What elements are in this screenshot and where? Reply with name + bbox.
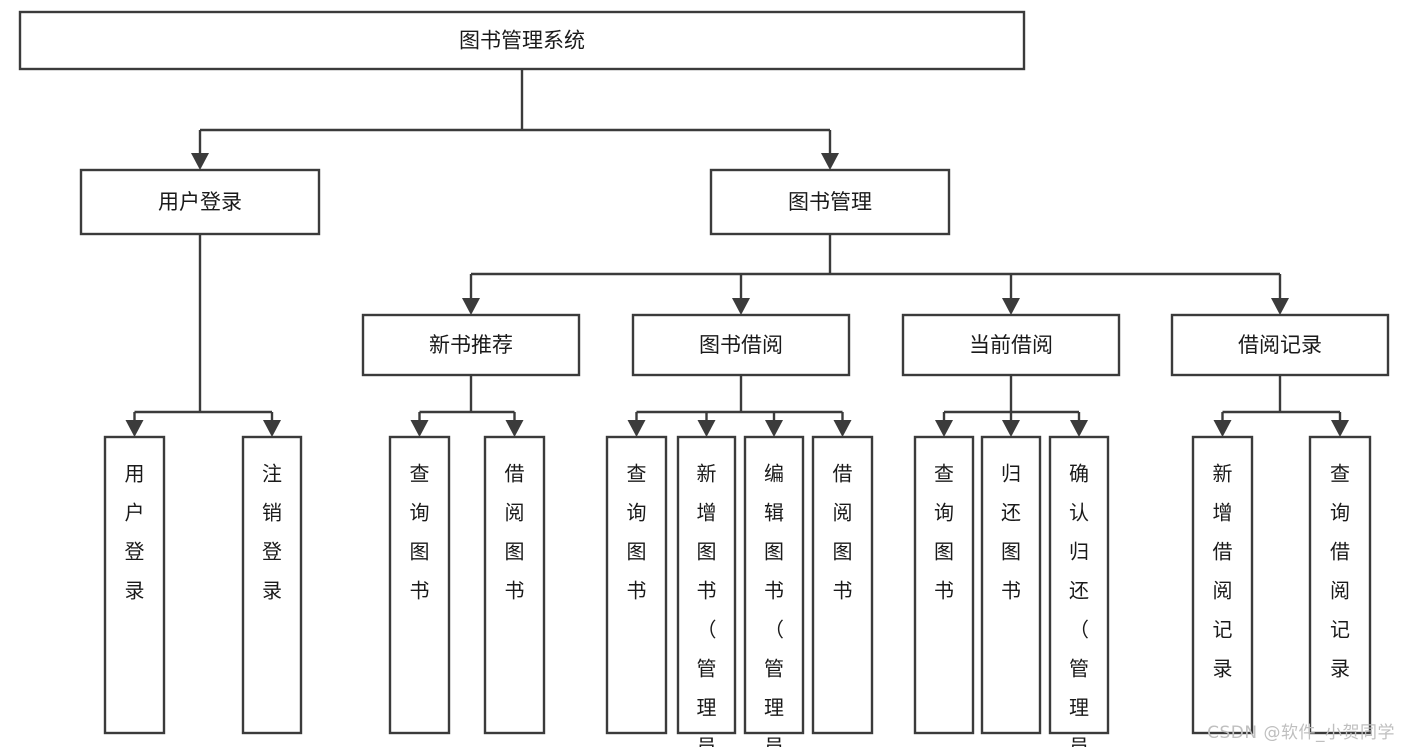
arrow-head-icon <box>1002 420 1020 437</box>
node-box <box>241 435 303 735</box>
node-level2[interactable]: 图书管理 <box>709 168 951 236</box>
arrow-head-icon <box>697 420 716 437</box>
node-label: 图书管理系统 <box>459 29 585 53</box>
node-leaf[interactable]: 注销登录 <box>241 435 303 735</box>
connector-group <box>410 375 524 437</box>
node-box <box>913 435 975 735</box>
node-box <box>631 313 851 377</box>
node-box <box>605 435 668 735</box>
node-label: 借阅图书 <box>833 461 853 602</box>
arrow-head-icon <box>125 420 144 437</box>
node-label: 图书管理 <box>788 190 872 214</box>
arrow-head-icon <box>505 420 524 437</box>
node-level3[interactable]: 当前借阅 <box>901 313 1121 377</box>
node-label: 新书推荐 <box>429 333 513 357</box>
node-label: 查询图书 <box>934 461 954 602</box>
node-box <box>1191 435 1254 735</box>
connector-group <box>1213 375 1349 437</box>
arrow-head-icon <box>1070 420 1088 437</box>
node-leaf[interactable]: 新增借阅记录 <box>1191 435 1254 735</box>
node-label: 用户登录 <box>158 190 242 214</box>
node-box <box>18 10 1026 71</box>
node-leaf[interactable]: 查询图书 <box>388 435 451 735</box>
node-label: 归还图书 <box>1001 461 1021 602</box>
node-leaf[interactable]: 借阅图书 <box>483 435 546 735</box>
arrow-head-icon <box>410 420 429 437</box>
arrow-head-icon <box>191 153 209 170</box>
node-leaf[interactable]: 归还图书 <box>980 435 1042 735</box>
arrow-head-icon <box>935 420 953 437</box>
node-box <box>676 435 737 735</box>
node-box <box>901 313 1121 377</box>
connector-group <box>935 375 1088 437</box>
node-label: 新增借阅记录 <box>1213 461 1233 680</box>
node-box <box>743 435 805 735</box>
arrow-head-icon <box>627 420 646 437</box>
node-leaf[interactable]: 新增图书（管理员） <box>676 435 737 751</box>
node-box <box>79 168 321 236</box>
node-label: 查询图书 <box>410 461 430 602</box>
node-box <box>483 435 546 735</box>
node-box <box>1170 313 1390 377</box>
arrow-head-icon <box>1213 420 1232 437</box>
node-level2[interactable]: 用户登录 <box>79 168 321 236</box>
node-label: 新增图书（管理员） <box>697 461 717 747</box>
node-leaf[interactable]: 确认归还（管理员） <box>1048 435 1110 751</box>
node-root[interactable]: 图书管理系统 <box>18 10 1026 71</box>
arrow-head-icon <box>462 298 480 315</box>
node-box <box>709 168 951 236</box>
node-level3[interactable]: 借阅记录 <box>1170 313 1390 377</box>
node-box <box>388 435 451 735</box>
node-label: 当前借阅 <box>969 333 1053 357</box>
arrow-head-icon <box>1002 298 1020 315</box>
node-label: 借阅记录 <box>1238 333 1322 357</box>
connector-group <box>191 69 839 170</box>
connector-group <box>462 234 1289 315</box>
node-box <box>103 435 166 735</box>
arrow-head-icon <box>732 298 750 315</box>
node-leaf[interactable]: 用户登录 <box>103 435 166 735</box>
arrow-head-icon <box>765 420 783 437</box>
connectors-layer <box>125 69 1349 437</box>
node-label: 图书借阅 <box>699 333 783 357</box>
node-box <box>811 435 874 735</box>
arrow-head-icon <box>263 420 281 437</box>
arrow-head-icon <box>1331 420 1349 437</box>
nodes-layer: 图书管理系统用户登录图书管理新书推荐图书借阅当前借阅借阅记录用户登录注销登录查询… <box>18 10 1390 751</box>
node-box <box>1308 435 1372 735</box>
node-leaf[interactable]: 编辑图书（管理员） <box>743 435 805 751</box>
connector-group <box>125 234 281 437</box>
node-box <box>1048 435 1110 735</box>
node-leaf[interactable]: 查询借阅记录 <box>1308 435 1372 735</box>
node-label: 确认归还（管理员） <box>1069 461 1089 747</box>
watermark: CSDN @软件_小贺同学 <box>1207 723 1395 743</box>
arrow-head-icon <box>833 420 852 437</box>
node-label: 编辑图书（管理员） <box>764 461 784 747</box>
node-leaf[interactable]: 借阅图书 <box>811 435 874 735</box>
connector-group <box>627 375 852 437</box>
node-leaf[interactable]: 查询图书 <box>605 435 668 735</box>
node-label: 注销登录 <box>262 461 282 602</box>
node-label: 借阅图书 <box>505 461 525 602</box>
node-box <box>361 313 581 377</box>
node-label: 查询借阅记录 <box>1330 461 1350 680</box>
arrow-head-icon <box>821 153 839 170</box>
node-label: 查询图书 <box>627 461 647 602</box>
node-label: 用户登录 <box>125 461 145 602</box>
node-box <box>980 435 1042 735</box>
node-level3[interactable]: 图书借阅 <box>631 313 851 377</box>
node-level3[interactable]: 新书推荐 <box>361 313 581 377</box>
arrow-head-icon <box>1271 298 1289 315</box>
node-leaf[interactable]: 查询图书 <box>913 435 975 735</box>
